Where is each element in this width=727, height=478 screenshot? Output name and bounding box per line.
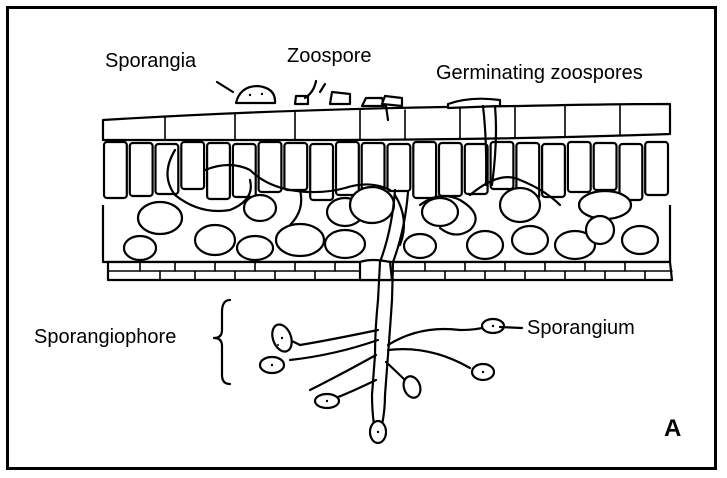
palisade-cell	[620, 144, 643, 200]
label-sporangiophore: Sporangiophore	[34, 327, 176, 347]
palisade-cell	[233, 144, 256, 197]
label-germinating-zoospores: Germinating zoospores	[436, 63, 643, 83]
palisade-cell	[594, 143, 617, 190]
palisade-cell	[542, 144, 565, 197]
palisade-cell	[645, 142, 668, 195]
palisade-cell	[568, 142, 591, 192]
palisade-cell	[181, 142, 204, 189]
label-zoospore: Zoospore	[287, 46, 372, 66]
palisade-cell	[388, 144, 411, 191]
palisade-cell	[104, 142, 127, 198]
label-sporangia: Sporangia	[105, 51, 196, 71]
palisade-cell	[207, 143, 230, 199]
palisade-cell	[413, 142, 436, 198]
palisade-cell	[130, 143, 153, 196]
palisade-cell	[439, 143, 462, 196]
palisade-cell	[465, 144, 488, 194]
lower-epidermis	[108, 260, 672, 280]
label-sporangium: Sporangium	[527, 318, 635, 338]
spongy-mesophyll	[103, 187, 670, 262]
palisade-cell	[284, 143, 307, 190]
panel-letter: A	[664, 417, 681, 441]
